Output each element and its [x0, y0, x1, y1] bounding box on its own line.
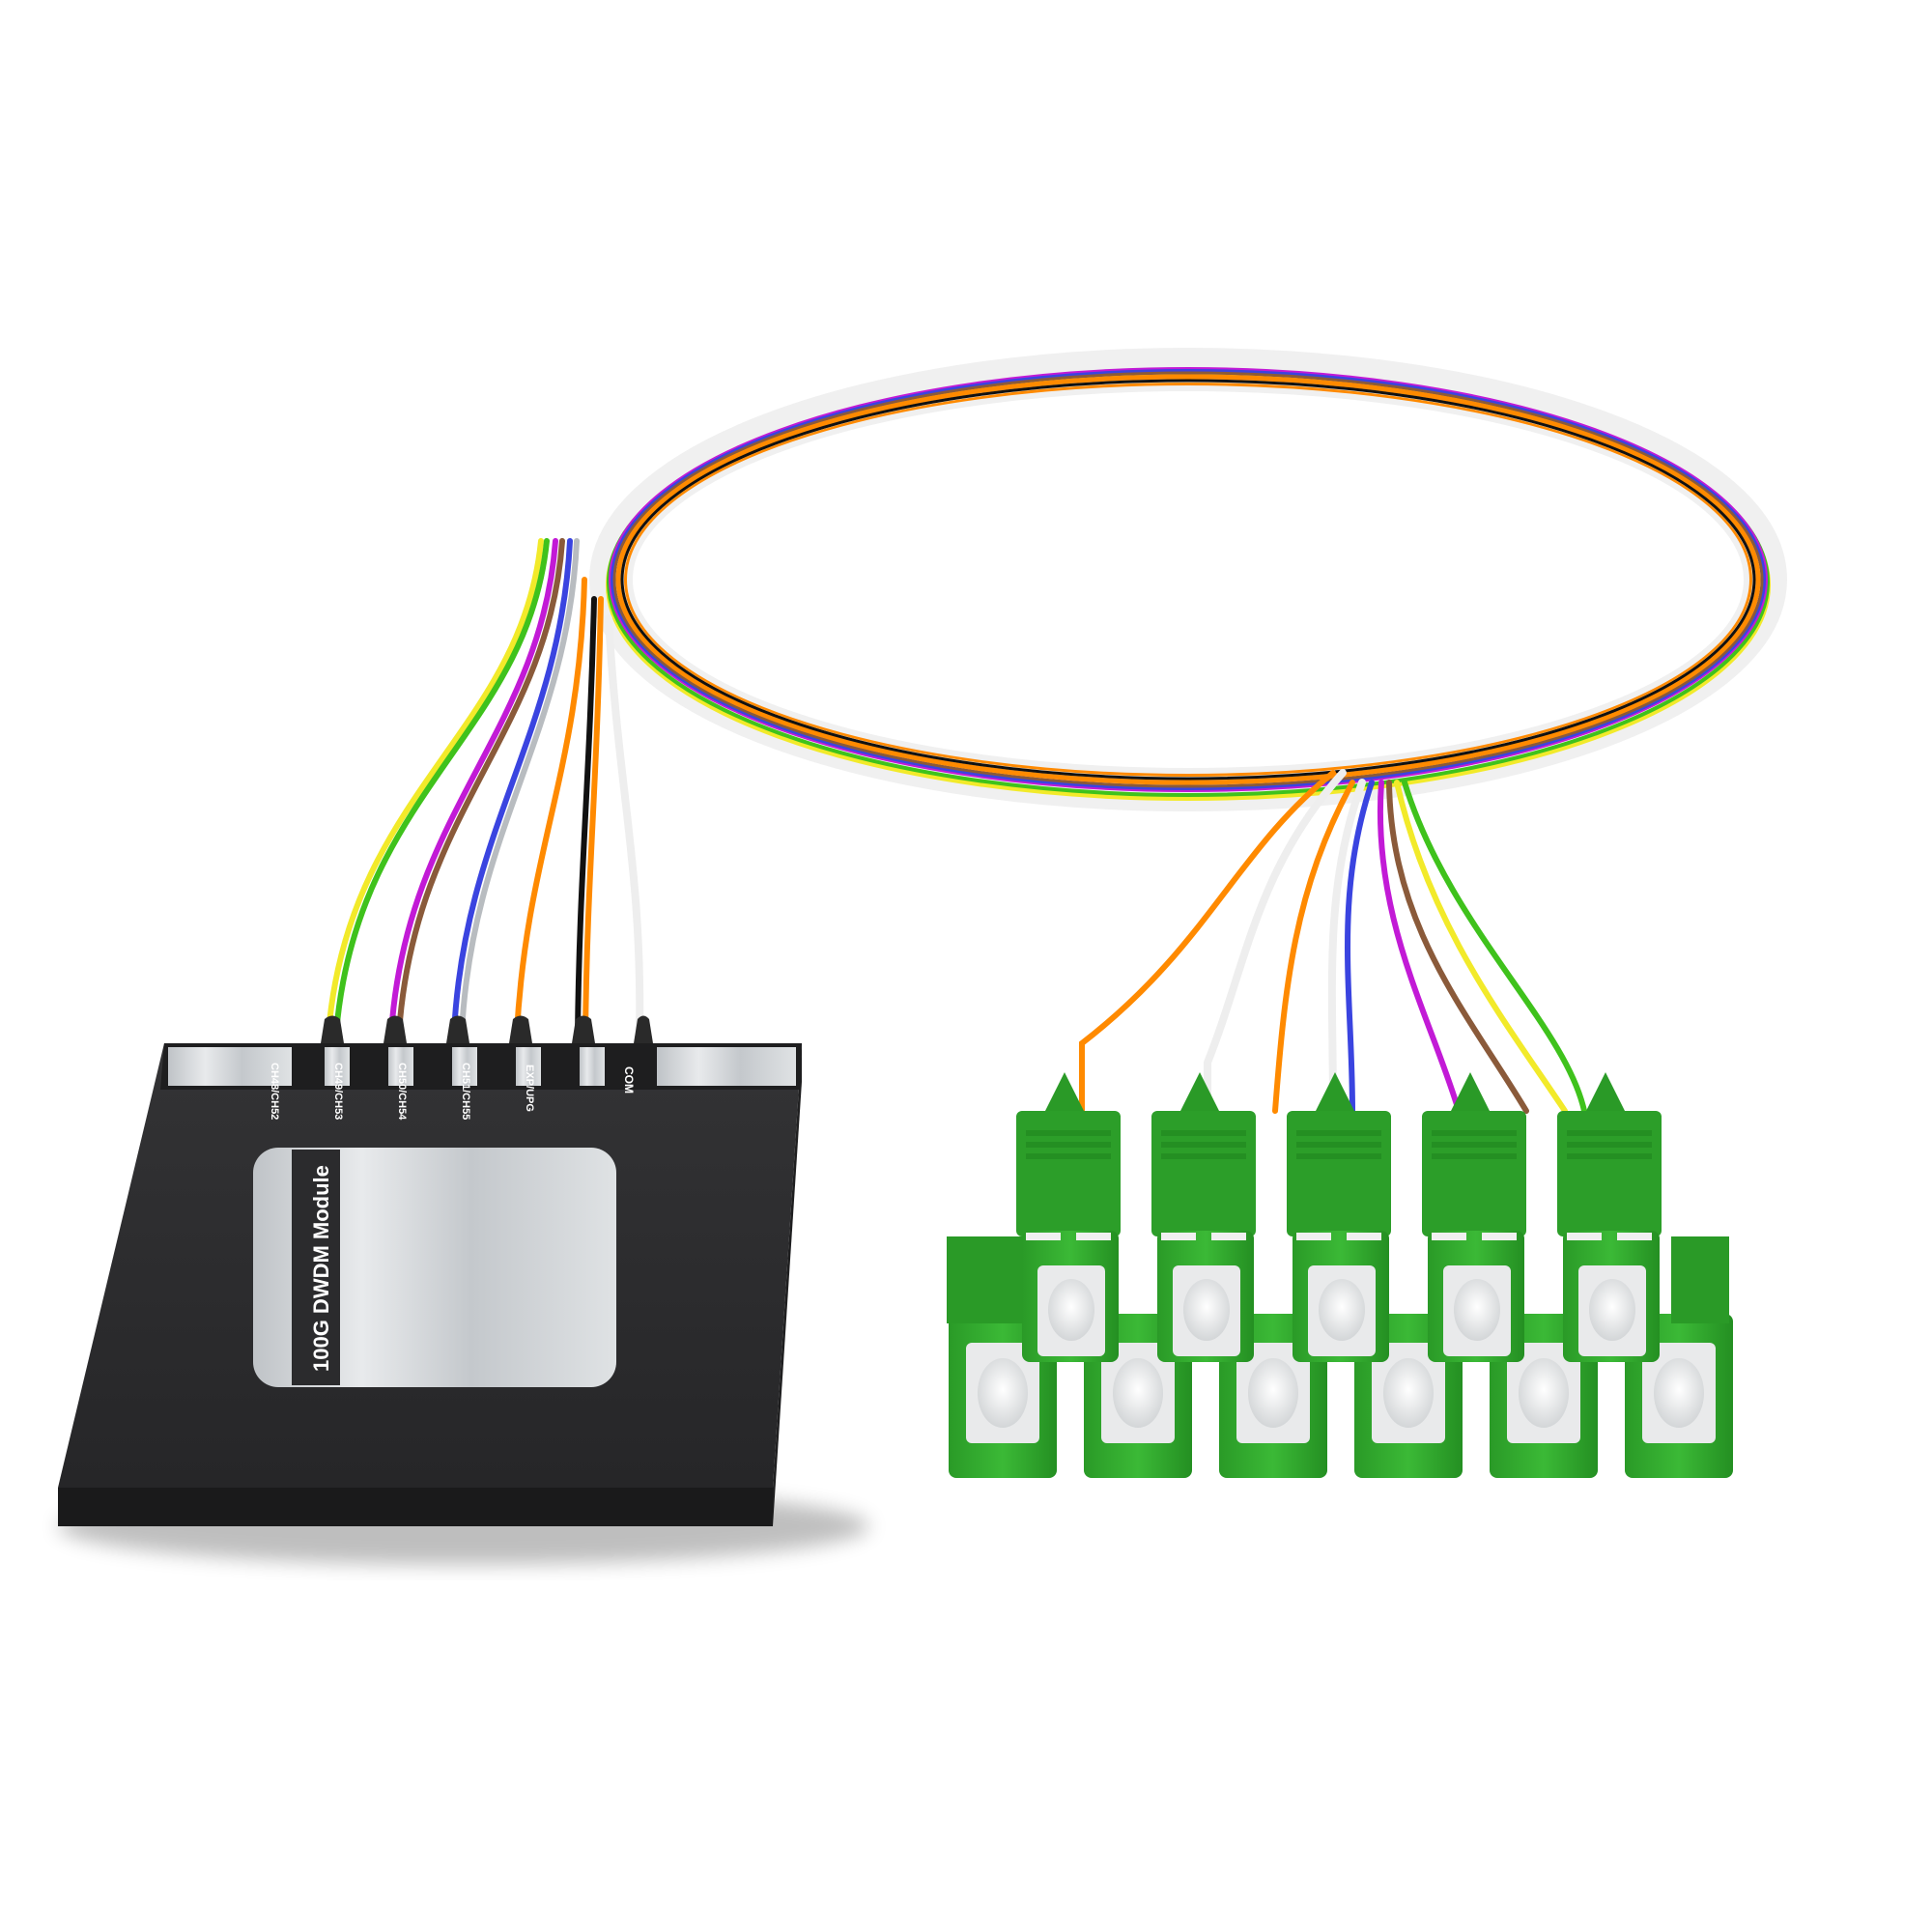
fiber-loop	[589, 348, 1787, 811]
port-label-1: CH49/CH53	[332, 1063, 344, 1121]
fiber-boots	[321, 1015, 653, 1043]
module-title: 100G DWDM Module	[309, 1165, 333, 1372]
connector-fibers	[1079, 769, 1587, 1115]
port-label-0: CH48/CH52	[269, 1063, 280, 1121]
module-fibers	[326, 538, 644, 1037]
port-label-5: COM	[622, 1066, 636, 1094]
dwdm-module	[58, 1015, 802, 1526]
port-label-4: EXP/UPG	[524, 1065, 535, 1112]
port-label-3: CH51/CH55	[460, 1063, 471, 1121]
port-label-2: CH50/CH54	[396, 1063, 408, 1121]
connector-row-top	[1016, 1072, 1662, 1362]
module-nameplate	[253, 1148, 616, 1387]
port-label-strip	[160, 1043, 802, 1090]
connector-row-bottom	[947, 1236, 1733, 1478]
